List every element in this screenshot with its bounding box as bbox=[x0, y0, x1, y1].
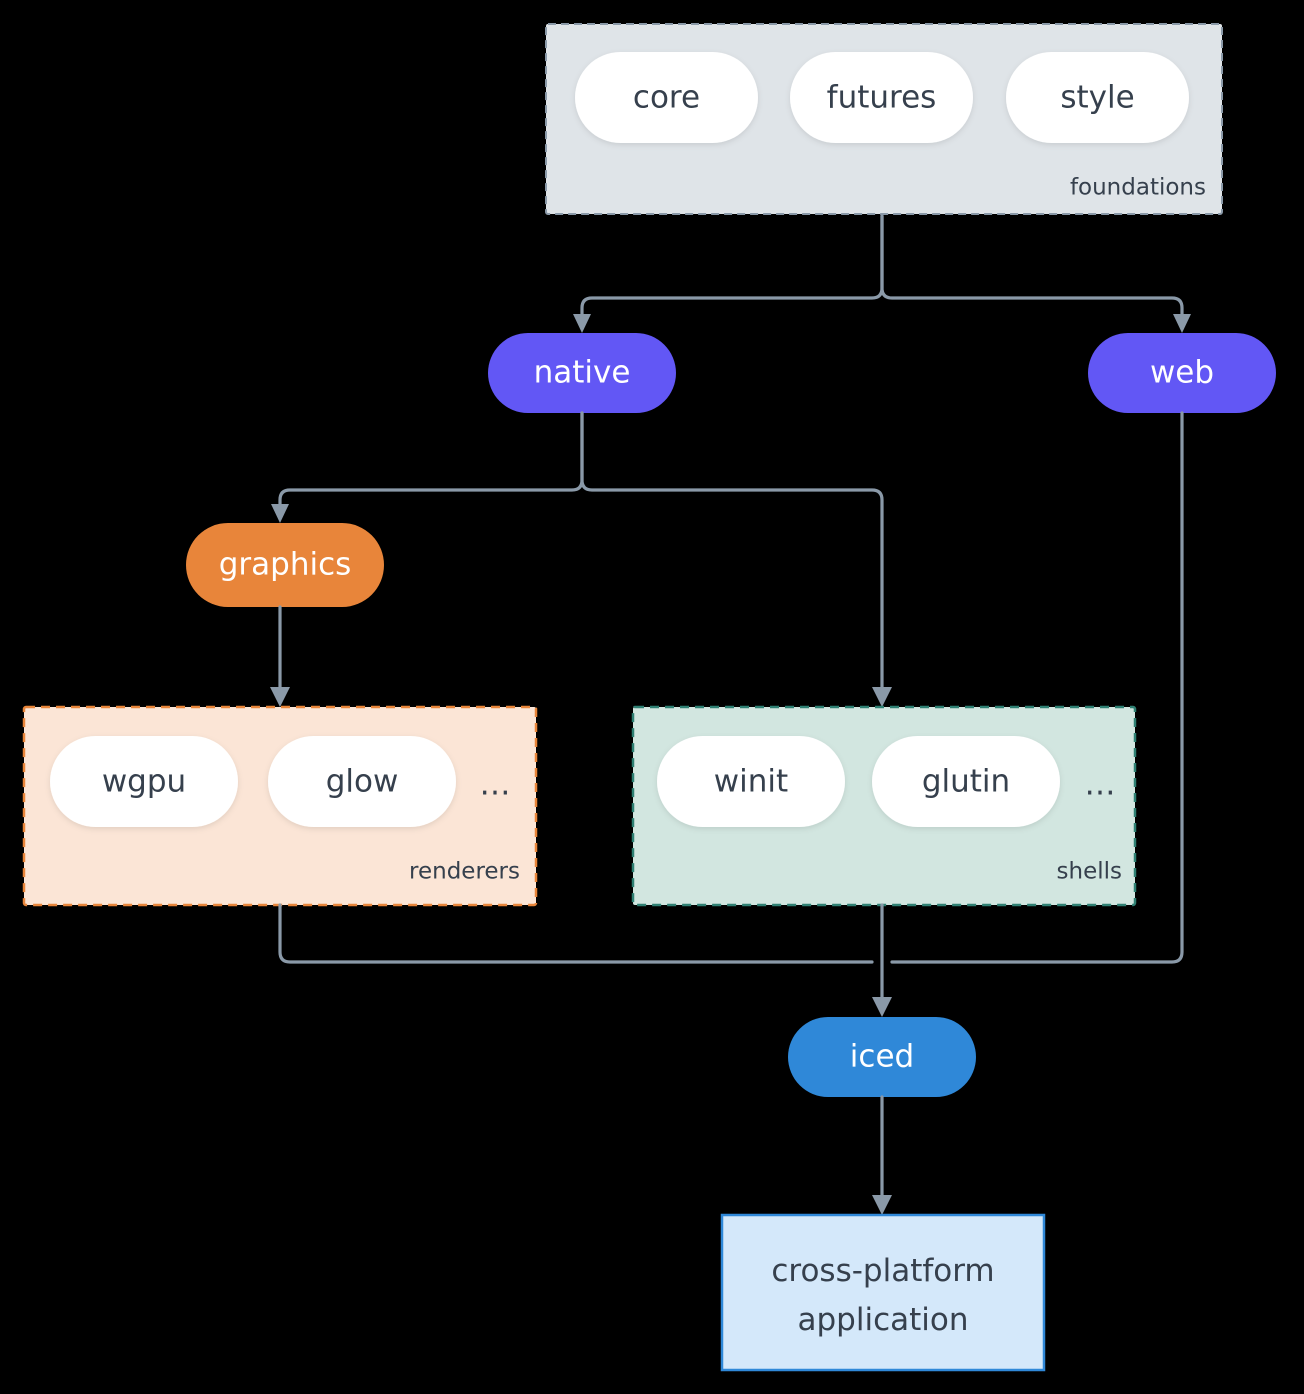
edge-foundations-native bbox=[573, 214, 884, 333]
node-application-shape bbox=[720, 1213, 1046, 1372]
cluster-renderers-label: renderers bbox=[409, 859, 520, 885]
edge-foundations-web bbox=[880, 214, 1191, 333]
edge-native-shells bbox=[580, 411, 892, 707]
leaf-winit-label: winit bbox=[714, 764, 788, 800]
node-web-shape bbox=[1088, 333, 1276, 413]
leaf-style-shape bbox=[1006, 52, 1189, 143]
leaf-wgpu-label: wgpu bbox=[102, 764, 186, 800]
cluster-renderers: wgpu glow … renderers bbox=[22, 705, 538, 907]
leaf-glow-label: glow bbox=[326, 764, 399, 800]
leaf-style-label: style bbox=[1060, 80, 1134, 116]
arrowhead-renderers bbox=[270, 687, 290, 707]
cluster-shells-label: shells bbox=[1057, 859, 1122, 885]
leaf-glow[interactable]: glow bbox=[268, 736, 456, 827]
node-iced-label: iced bbox=[850, 1039, 914, 1075]
leaf-futures-label: futures bbox=[827, 80, 937, 116]
leaf-glutin[interactable]: glutin bbox=[872, 736, 1060, 827]
leaf-futures-shape bbox=[790, 52, 973, 143]
arrowhead-application bbox=[872, 1195, 892, 1215]
node-graphics-shape bbox=[186, 523, 384, 607]
edge-shells-iced bbox=[872, 903, 892, 1017]
leaf-glutin-label: glutin bbox=[922, 764, 1010, 800]
node-web-label: web bbox=[1150, 355, 1214, 391]
leaf-core[interactable]: core bbox=[575, 52, 758, 143]
leaf-renderers-more-label: … bbox=[480, 767, 511, 803]
node-native-shape bbox=[488, 333, 676, 413]
node-graphics[interactable]: graphics bbox=[186, 523, 384, 607]
leaf-winit-shape bbox=[657, 736, 845, 827]
leaf-glutin-shape bbox=[872, 736, 1060, 827]
leaf-style[interactable]: style bbox=[1006, 52, 1189, 143]
edge-iced-application bbox=[872, 1095, 892, 1215]
edge-graphics-renderers bbox=[270, 605, 290, 707]
leaf-core-label: core bbox=[633, 80, 700, 116]
node-native-label: native bbox=[534, 355, 631, 391]
node-native[interactable]: native bbox=[488, 333, 676, 413]
leaf-glow-shape bbox=[268, 736, 456, 827]
leaf-core-shape bbox=[575, 52, 758, 143]
leaf-winit[interactable]: winit bbox=[657, 736, 845, 827]
node-graphics-label: graphics bbox=[219, 547, 352, 583]
node-iced[interactable]: iced bbox=[788, 1017, 976, 1097]
edge-native-graphics bbox=[271, 411, 584, 523]
node-iced-shape bbox=[788, 1017, 976, 1097]
cluster-shells: winit glutin … shells bbox=[631, 705, 1137, 907]
node-web[interactable]: web bbox=[1088, 333, 1276, 413]
edge-renderers-iced bbox=[278, 903, 874, 964]
arrowhead-web bbox=[1173, 314, 1191, 333]
leaf-futures[interactable]: futures bbox=[790, 52, 973, 143]
arrowhead-native bbox=[573, 314, 591, 333]
leaf-wgpu-shape bbox=[50, 736, 238, 827]
edge-web-iced bbox=[890, 411, 1184, 964]
cluster-foundations: core futures style foundations bbox=[545, 23, 1223, 215]
arrowhead-graphics bbox=[271, 504, 289, 523]
node-application[interactable]: cross-platform application bbox=[720, 1213, 1046, 1372]
arrowhead-shells bbox=[872, 687, 892, 707]
arrowhead-iced bbox=[872, 997, 892, 1017]
node-application-label-line2: application bbox=[798, 1302, 969, 1338]
node-application-label-line1: cross-platform bbox=[771, 1253, 994, 1289]
leaf-wgpu[interactable]: wgpu bbox=[50, 736, 238, 827]
cluster-foundations-label: foundations bbox=[1070, 175, 1206, 201]
leaf-shells-more-label: … bbox=[1085, 767, 1116, 803]
